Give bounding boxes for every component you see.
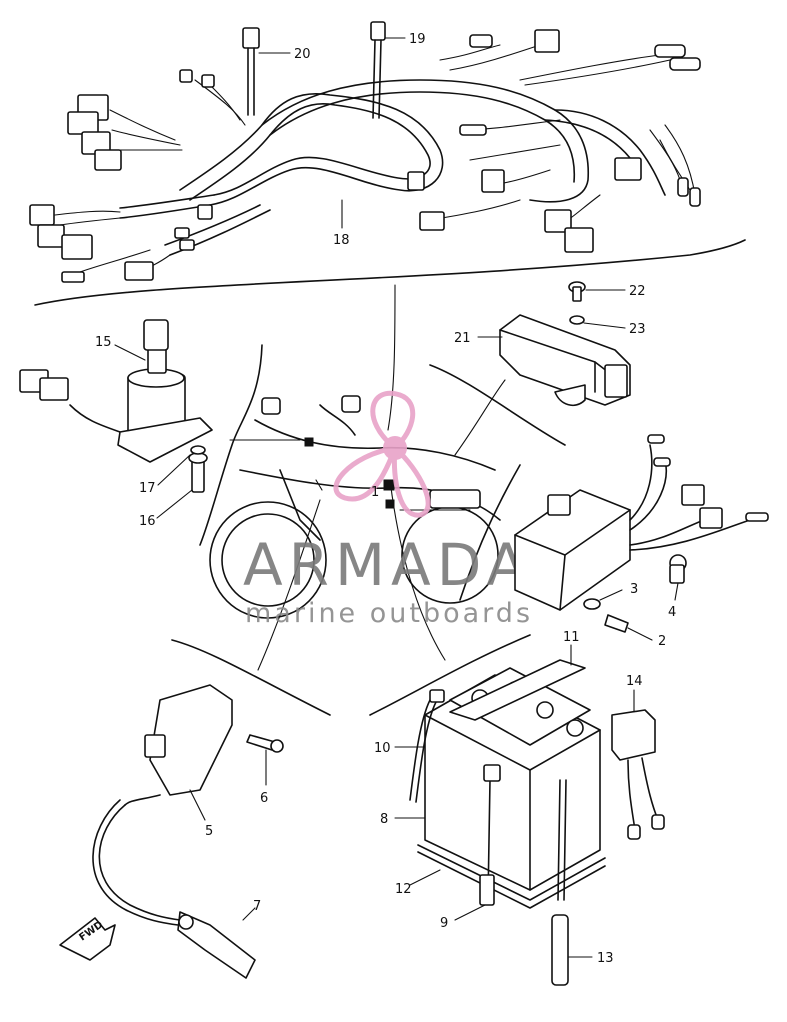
leader-harness bbox=[387, 284, 396, 431]
battery bbox=[424, 667, 601, 891]
callout-5: 5 bbox=[205, 824, 213, 839]
bolt-2 bbox=[604, 614, 629, 633]
washer-17 bbox=[190, 445, 206, 455]
battery-band bbox=[449, 659, 586, 721]
watermark-tagline: marine outboards bbox=[245, 598, 533, 629]
spark-plug-cap bbox=[92, 799, 256, 979]
starter-relay bbox=[611, 709, 665, 840]
callout-19: 19 bbox=[409, 32, 426, 47]
section-divider-lower-right bbox=[369, 634, 531, 716]
leader-to-coil bbox=[257, 499, 321, 671]
screw-16 bbox=[188, 452, 208, 493]
section-divider-lower-left bbox=[171, 639, 331, 716]
breather-hose bbox=[409, 689, 445, 803]
wire-tie-19 bbox=[370, 21, 386, 119]
callout-10: 10 bbox=[374, 741, 391, 756]
section-divider-mid bbox=[459, 464, 521, 601]
callout-22: 22 bbox=[629, 284, 646, 299]
cdi-unit bbox=[514, 434, 769, 611]
callout-9: 9 bbox=[440, 916, 448, 931]
section-divider-right bbox=[429, 364, 566, 446]
callout-21: 21 bbox=[454, 331, 471, 346]
positive-lead bbox=[551, 779, 569, 986]
main-switch bbox=[19, 319, 213, 463]
mounting-bracket-4 bbox=[669, 554, 687, 584]
callout-23: 23 bbox=[629, 322, 646, 337]
callout-13: 13 bbox=[597, 951, 614, 966]
screw-6 bbox=[246, 734, 284, 753]
washer-23 bbox=[569, 315, 585, 325]
wire-band-20 bbox=[242, 27, 260, 116]
bolt-22 bbox=[568, 281, 586, 302]
washer-3 bbox=[583, 598, 601, 610]
rectifier-regulator bbox=[499, 314, 631, 407]
leader-to-rectifier bbox=[454, 379, 506, 456]
section-divider-top bbox=[34, 239, 746, 306]
watermark-logo: ARMADA marine outboards bbox=[243, 390, 533, 629]
negative-lead bbox=[479, 764, 501, 906]
callout-17: 17 bbox=[139, 481, 156, 496]
callout-2: 2 bbox=[658, 634, 666, 649]
section-divider-left bbox=[199, 344, 263, 546]
callout-3: 3 bbox=[630, 582, 638, 597]
battery-case bbox=[417, 844, 606, 909]
wire-harness bbox=[29, 29, 701, 283]
callout-16: 16 bbox=[139, 514, 156, 529]
propeller-logo-icon bbox=[333, 390, 431, 518]
callout-8: 8 bbox=[380, 812, 388, 827]
callout-1: 1 bbox=[371, 485, 379, 500]
callout-6: 6 bbox=[260, 791, 268, 806]
callout-14: 14 bbox=[626, 674, 643, 689]
callout-15: 15 bbox=[95, 335, 112, 350]
motorcycle-outline bbox=[209, 395, 501, 619]
callout-11: 11 bbox=[563, 630, 580, 645]
forward-arrow[interactable]: FWD bbox=[59, 917, 116, 961]
callout-7: 7 bbox=[253, 899, 261, 914]
callout-20: 20 bbox=[294, 47, 311, 62]
callout-18: 18 bbox=[333, 233, 350, 248]
watermark-brand: ARMADA bbox=[243, 531, 532, 599]
ignition-coil bbox=[124, 684, 233, 806]
callout-4: 4 bbox=[668, 605, 676, 620]
callout-12: 12 bbox=[395, 882, 412, 897]
callouts: 1 2 3 4 5 6 7 8 9 10 11 12 13 bbox=[95, 32, 679, 966]
